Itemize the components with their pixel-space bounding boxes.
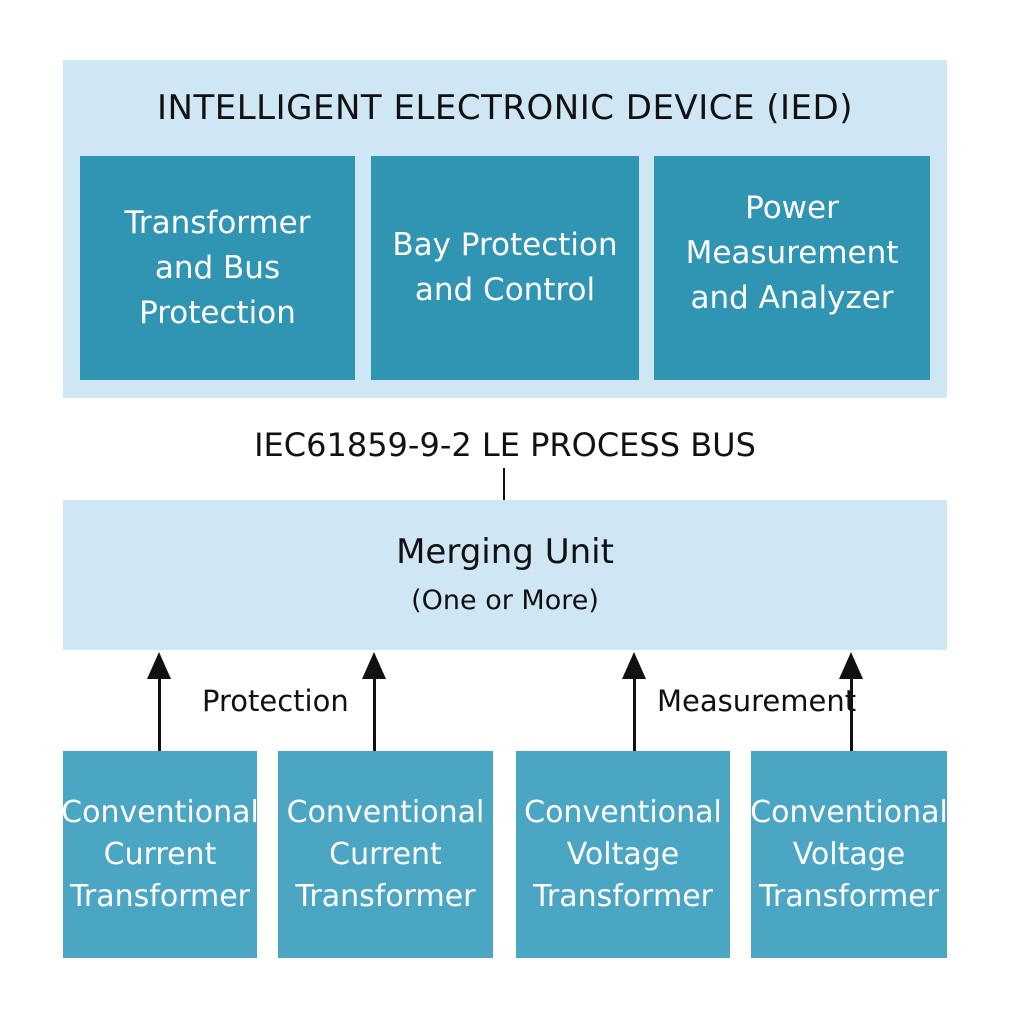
box-line: Conventional (61, 794, 259, 830)
box-line: Measurement (685, 234, 899, 271)
box-line: Voltage (566, 836, 680, 872)
box-line: Conventional (750, 794, 948, 830)
measurement-label: Measurement (657, 684, 857, 718)
ied-title: INTELLIGENT ELECTRONIC DEVICE (IED) (157, 88, 853, 128)
box-line: Transformer (532, 878, 713, 914)
merging-unit-subtitle: (One or More) (411, 585, 599, 616)
current-transformer-box: Conventional Current Transformer (61, 751, 259, 958)
voltage-transformer-box: Conventional Voltage Transformer (516, 751, 730, 958)
current-transformer-box: Conventional Current Transformer (278, 751, 493, 958)
up-arrow-icon (361, 652, 387, 751)
box-line: Transformer (295, 878, 476, 914)
box-line: and Bus (154, 249, 281, 286)
bay-protection-control-box: Bay Protection and Control (371, 156, 639, 380)
up-arrow-icon (621, 652, 647, 751)
voltage-transformer-box: Conventional Voltage Transformer (750, 751, 948, 958)
box-line: Transformer (124, 204, 311, 241)
up-arrow-icon (146, 652, 172, 751)
box-line: Conventional (286, 794, 485, 830)
power-measurement-analyzer-box: Power Measurement and Analyzer (654, 156, 930, 380)
box-line: Power (745, 189, 839, 226)
box-line: Transformer (70, 878, 251, 914)
process-bus-connector-line (503, 468, 505, 500)
box-line: Transformer (759, 878, 940, 914)
box-line: Voltage (792, 836, 906, 872)
transformer-bus-protection-box: Transformer and Bus Protection (80, 156, 355, 380)
box-line: Conventional (524, 794, 722, 830)
box-line: Protection (139, 294, 296, 331)
box-line: and Analyzer (690, 279, 894, 316)
up-arrow-icon (838, 652, 864, 751)
process-bus-label: IEC61859-9-2 LE PROCESS BUS (254, 426, 756, 464)
box-line: Bay Protection (392, 227, 618, 263)
box-line: and Control (414, 272, 596, 308)
box-line: Current (329, 836, 442, 872)
box-line: Current (103, 836, 217, 872)
merging-unit-panel (63, 500, 947, 650)
protection-label: Protection (202, 684, 349, 718)
merging-unit-title: Merging Unit (396, 532, 614, 572)
